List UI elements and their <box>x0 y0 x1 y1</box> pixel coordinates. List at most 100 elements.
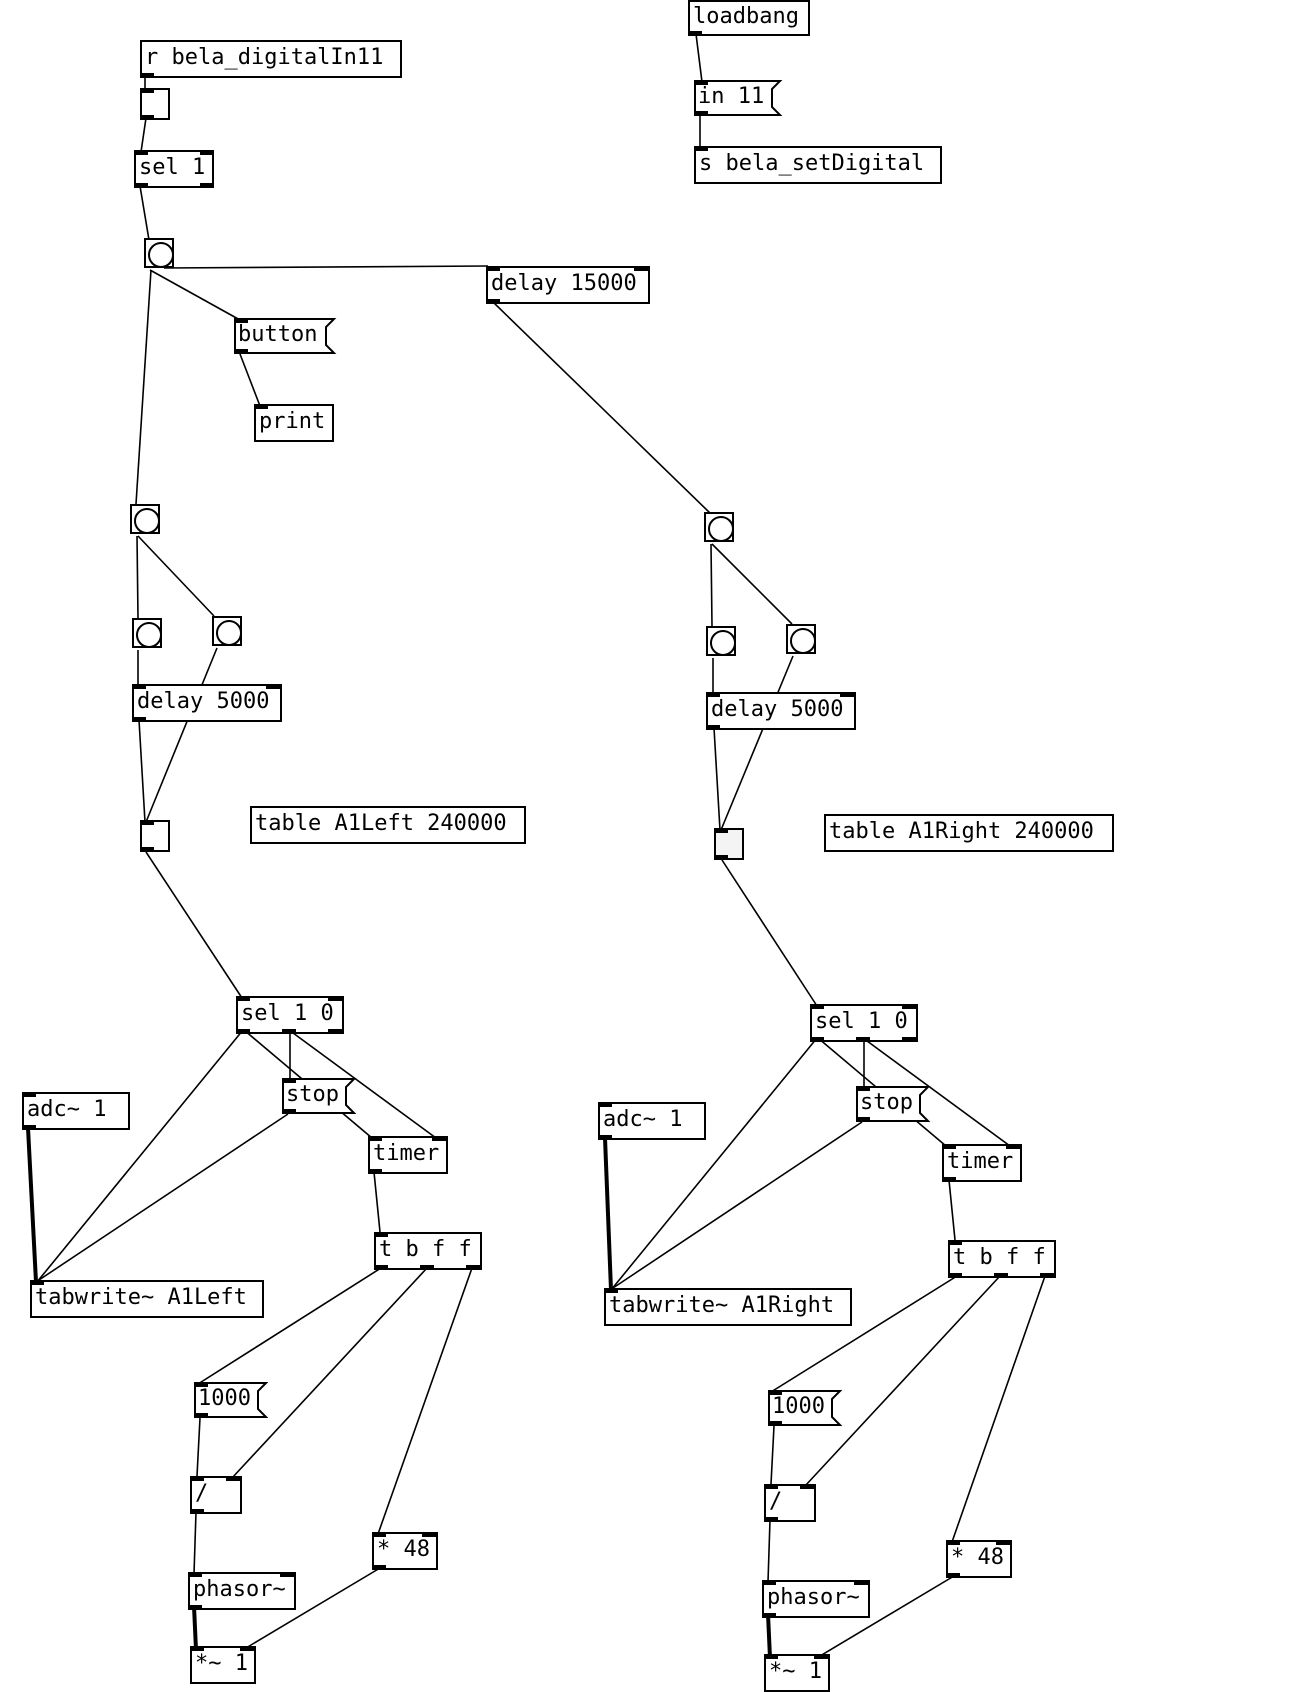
outlet[interactable] <box>188 1605 202 1610</box>
inlet[interactable] <box>22 1092 36 1097</box>
outlet[interactable] <box>688 31 702 36</box>
outlet[interactable] <box>706 725 720 730</box>
outlet[interactable] <box>694 111 708 116</box>
phasor-object[interactable]: phasor~ <box>188 1572 296 1610</box>
timer-object[interactable]: timer <box>368 1136 448 1174</box>
inlet[interactable] <box>200 150 214 155</box>
inlet[interactable] <box>764 1654 778 1659</box>
in-11-message[interactable]: in 11 <box>694 80 783 116</box>
inlet[interactable] <box>372 1532 386 1537</box>
adc-1-object[interactable]: adc~ 1 <box>22 1092 130 1130</box>
multiply-signal-object[interactable]: *~ 1 <box>764 1654 830 1692</box>
inlet[interactable] <box>140 88 154 93</box>
bang[interactable] <box>130 504 160 534</box>
inlet[interactable] <box>768 1390 782 1395</box>
toggle[interactable] <box>140 820 170 852</box>
inlet[interactable] <box>814 1654 828 1659</box>
inlet[interactable] <box>694 146 708 151</box>
outlet[interactable] <box>486 299 500 304</box>
outlet[interactable] <box>234 349 248 354</box>
inlet[interactable] <box>902 1004 916 1009</box>
outlet[interactable] <box>374 1265 388 1270</box>
bang[interactable] <box>704 512 734 542</box>
inlet[interactable] <box>706 692 720 697</box>
inlet[interactable] <box>240 1646 254 1651</box>
send-bela-setdigital-object[interactable]: s bela_setDigital <box>694 146 942 184</box>
outlet[interactable] <box>946 1573 960 1578</box>
inlet[interactable] <box>134 150 148 155</box>
outlet[interactable] <box>236 1029 250 1034</box>
inlet[interactable] <box>694 80 708 85</box>
multiply-48-object[interactable]: * 48 <box>372 1532 438 1570</box>
inlet[interactable] <box>266 684 280 689</box>
inlet[interactable] <box>854 1580 868 1585</box>
sel-1-object[interactable]: sel 1 <box>134 150 214 188</box>
print-object[interactable]: print <box>254 404 334 442</box>
outlet[interactable] <box>856 1117 870 1122</box>
outlet[interactable] <box>22 1125 36 1130</box>
inlet[interactable] <box>132 684 146 689</box>
outlet[interactable] <box>948 1273 962 1278</box>
toggle[interactable] <box>140 88 170 120</box>
outlet[interactable] <box>466 1265 480 1270</box>
inlet[interactable] <box>188 1572 202 1577</box>
outlet[interactable] <box>810 1037 824 1042</box>
1000-message[interactable]: 1000 <box>768 1390 843 1426</box>
table-a1right-object[interactable]: table A1Right 240000 <box>824 814 1114 852</box>
bang[interactable] <box>132 618 162 648</box>
outlet[interactable] <box>194 1413 208 1418</box>
outlet[interactable] <box>132 717 146 722</box>
divide-object[interactable]: / <box>190 1476 242 1514</box>
outlet[interactable] <box>140 73 154 78</box>
button-message[interactable]: button <box>234 318 337 354</box>
trigger-b-f-f-object[interactable]: t b f f <box>948 1240 1056 1278</box>
outlet[interactable] <box>134 183 148 188</box>
inlet[interactable] <box>190 1476 204 1481</box>
outlet[interactable] <box>200 183 214 188</box>
inlet[interactable] <box>856 1086 870 1091</box>
inlet[interactable] <box>996 1540 1010 1545</box>
inlet[interactable] <box>280 1572 294 1577</box>
toggle[interactable] <box>714 828 744 860</box>
timer-object[interactable]: timer <box>942 1144 1022 1182</box>
outlet[interactable] <box>598 1135 612 1140</box>
inlet[interactable] <box>1006 1144 1020 1149</box>
stop-message[interactable]: stop <box>856 1086 931 1122</box>
inlet[interactable] <box>254 404 268 409</box>
bang[interactable] <box>786 624 816 654</box>
outlet[interactable] <box>902 1037 916 1042</box>
inlet[interactable] <box>422 1532 436 1537</box>
bang[interactable] <box>706 626 736 656</box>
inlet[interactable] <box>942 1144 956 1149</box>
inlet[interactable] <box>486 266 500 271</box>
inlet[interactable] <box>236 996 250 1001</box>
delay-5000-object[interactable]: delay 5000 <box>132 684 282 722</box>
delay-5000-object[interactable]: delay 5000 <box>706 692 856 730</box>
outlet[interactable] <box>762 1613 776 1618</box>
adc-1-object[interactable]: adc~ 1 <box>598 1102 706 1140</box>
outlet[interactable] <box>328 1029 342 1034</box>
inlet[interactable] <box>140 820 154 825</box>
loadbang-object[interactable]: loadbang <box>688 0 810 36</box>
inlet[interactable] <box>328 996 342 1001</box>
outlet[interactable] <box>140 115 154 120</box>
outlet[interactable] <box>942 1177 956 1182</box>
divide-object[interactable]: / <box>764 1484 816 1522</box>
inlet[interactable] <box>282 1078 296 1083</box>
tabwrite-a1left-object[interactable]: tabwrite~ A1Left <box>30 1280 264 1318</box>
1000-message[interactable]: 1000 <box>194 1382 269 1418</box>
outlet[interactable] <box>368 1169 382 1174</box>
delay-15000-object[interactable]: delay 15000 <box>486 266 650 304</box>
bang[interactable] <box>144 238 174 268</box>
inlet[interactable] <box>634 266 648 271</box>
inlet[interactable] <box>194 1382 208 1387</box>
outlet[interactable] <box>1040 1273 1054 1278</box>
inlet[interactable] <box>946 1540 960 1545</box>
receive-bela-digitalin11-object[interactable]: r bela_digitalIn11 <box>140 40 402 78</box>
inlet[interactable] <box>948 1240 962 1245</box>
outlet[interactable] <box>714 855 728 860</box>
inlet[interactable] <box>598 1102 612 1107</box>
outlet[interactable] <box>856 1037 870 1042</box>
outlet[interactable] <box>764 1517 778 1522</box>
